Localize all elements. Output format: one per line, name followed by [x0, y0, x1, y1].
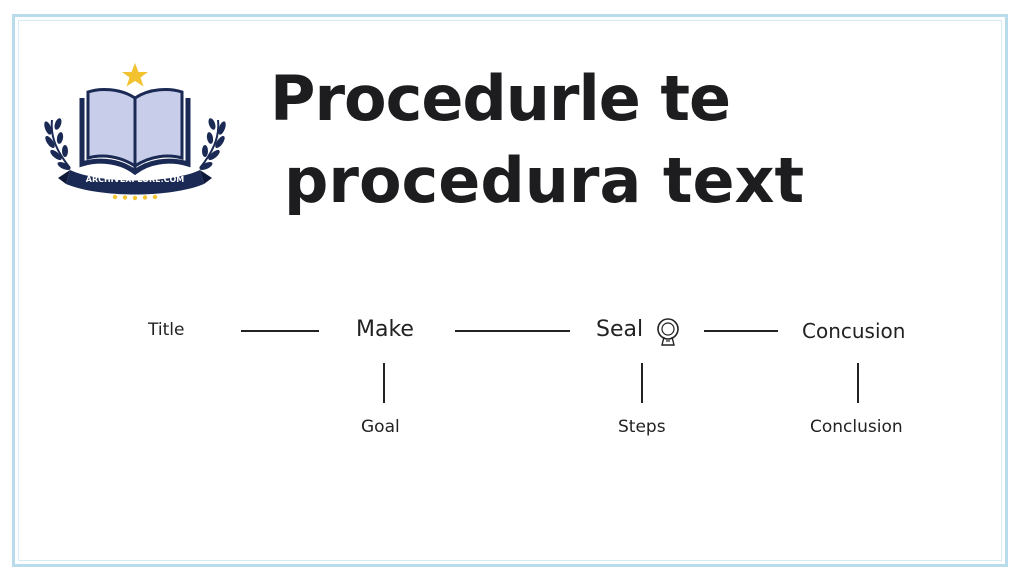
frame-inner-border: [18, 20, 1002, 561]
node-goal: Goal: [361, 417, 400, 437]
book-icon: [86, 88, 137, 169]
archivexplore-logo: ARCHIVEXPLORE.COM: [44, 63, 226, 201]
connector-seal-steps: [641, 363, 643, 403]
node-title: Title: [148, 320, 185, 340]
node-seal: Seal: [596, 317, 644, 342]
laurel-left-icon: [44, 118, 71, 171]
node-concusion: Concusion: [802, 319, 906, 343]
node-make: Make: [356, 317, 414, 342]
connector-make-seal: [455, 330, 570, 332]
laurel-right-icon: [199, 118, 226, 171]
title-line-2: procedura text: [284, 144, 805, 217]
ribbon-banner: [66, 170, 204, 195]
connector-title-make: [241, 330, 319, 332]
connector-make-goal: [383, 363, 385, 403]
page-title: Procedurle te procedura text: [270, 58, 804, 222]
connector-seal-conclusion: [704, 330, 778, 332]
seal-stamp-icon: [657, 318, 679, 346]
logo-text: ARCHIVEXPLORE.COM: [86, 175, 185, 184]
node-steps: Steps: [618, 417, 666, 437]
node-conclusion: Conclusion: [810, 417, 903, 437]
star-icon: [122, 63, 148, 87]
small-stars-icon: [112, 194, 158, 201]
connector-concusion-conclusion: [857, 363, 859, 403]
title-line-1: Procedurle te: [270, 62, 731, 135]
